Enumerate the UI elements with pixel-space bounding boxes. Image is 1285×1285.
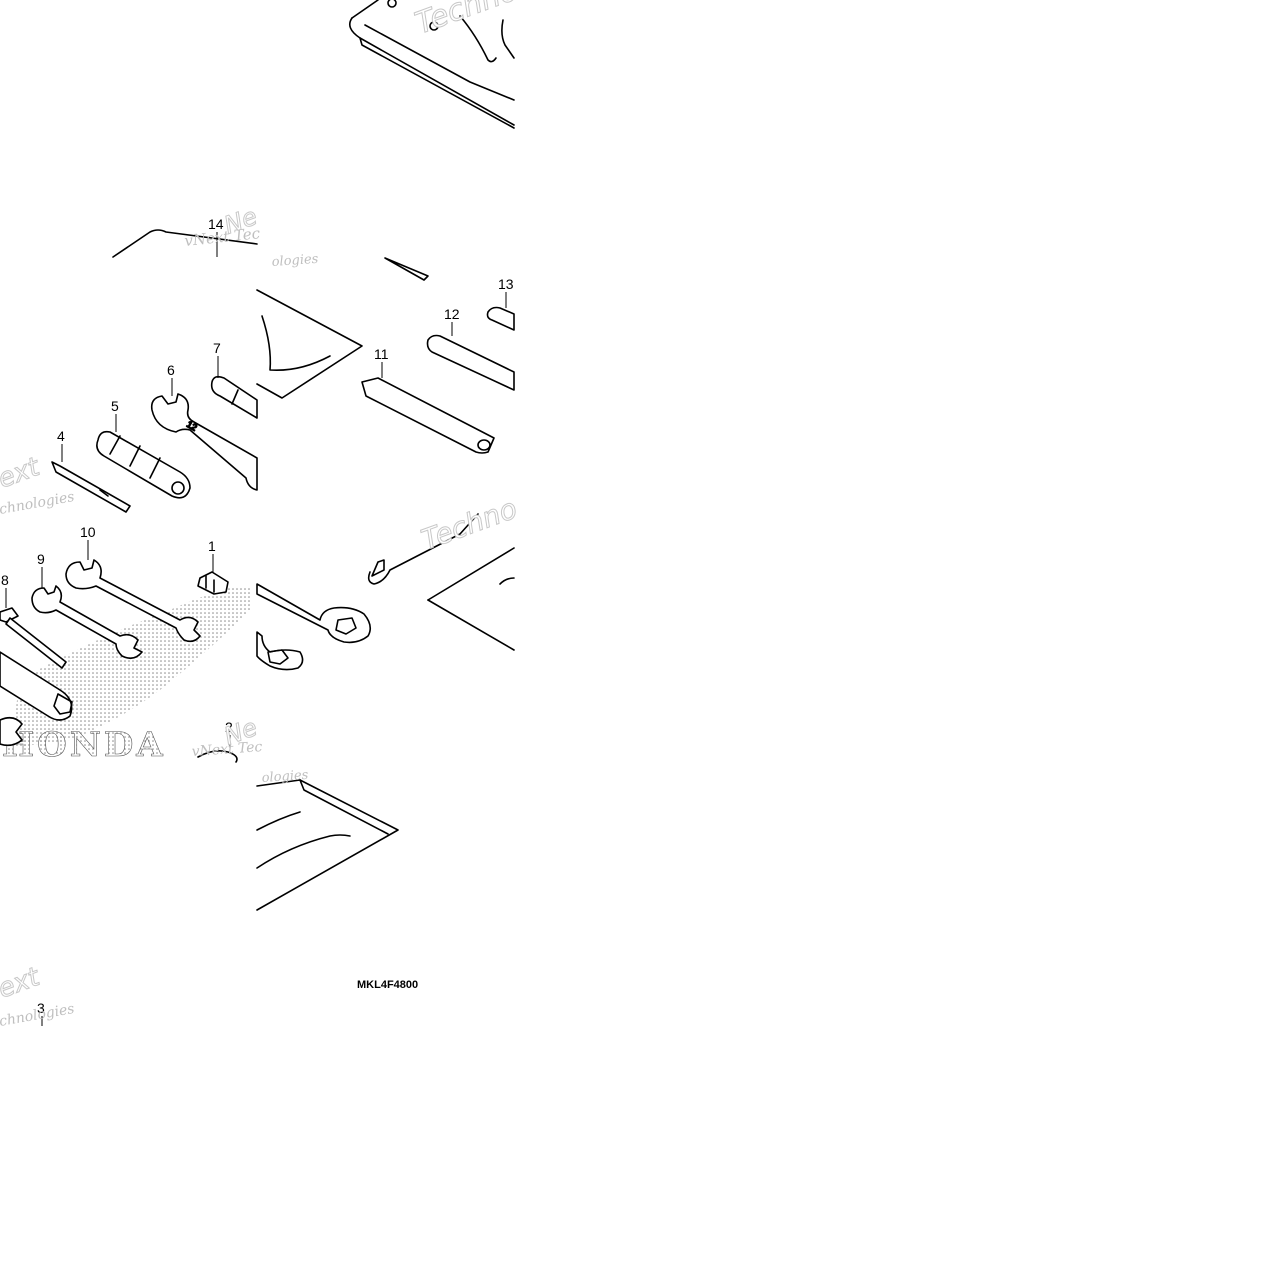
callout-5: 5 xyxy=(111,398,119,414)
part-5-screwdriver-handle: 5 xyxy=(96,398,191,499)
part-12-tube: 12 xyxy=(426,306,515,391)
part-6-wrench: 12 6 xyxy=(150,362,258,491)
watermark-chnologies-1: chnologies xyxy=(0,489,76,518)
part-sheet-edge-2 xyxy=(427,599,515,651)
tool-bag-rivet-icon xyxy=(429,21,439,31)
callout-1: 1 xyxy=(208,538,216,554)
watermark-vnext-2: vNext Tec xyxy=(191,739,263,760)
watermark-ologies-1: ologies xyxy=(271,252,319,270)
tile-items-4-7: 4 5 12 6 7 ext chnologies xyxy=(0,340,258,518)
tool-bag-strap-2 xyxy=(501,19,515,59)
watermark-ologies-2: ologies xyxy=(261,768,309,786)
tool-bag-flap xyxy=(351,0,379,19)
part-ring-wrench-1 xyxy=(256,583,372,644)
part-13-tube: 13 xyxy=(486,276,515,331)
watermark-ext-2: ext xyxy=(0,962,44,1005)
part-sheet-curl xyxy=(499,577,515,585)
callout-6: 6 xyxy=(167,362,175,378)
tool-bag-snap-icon xyxy=(387,0,397,8)
part-9-wrench: 9 xyxy=(31,551,143,660)
part-8-socket-handle: 8 xyxy=(0,572,73,747)
part-sheet-bottom-inner xyxy=(299,779,389,835)
part-tool-sheet-fold xyxy=(261,315,331,372)
part-rod-loop xyxy=(371,559,385,577)
callout-10: 10 xyxy=(80,524,96,540)
tile-item-14: 14 vNext Tec Ne xyxy=(112,202,261,258)
callout-8: 8 xyxy=(1,572,9,588)
callout-12: 12 xyxy=(444,306,460,322)
part-sheet-bottom xyxy=(256,779,399,911)
tile-wrenches-rod: Techno xyxy=(256,491,522,671)
tile-item-3: ext 3 chnologies xyxy=(0,961,76,1030)
callout-13: 13 xyxy=(498,276,514,292)
part-2-tool: 2 xyxy=(197,719,238,763)
tile-tool-bag-top: Techno xyxy=(349,0,523,129)
callout-4: 4 xyxy=(57,428,65,444)
part-sheet-curve-2 xyxy=(256,834,351,869)
watermark-tech: Techno xyxy=(411,0,523,42)
part-rod-tip xyxy=(384,257,429,281)
part-sheet-curve-1 xyxy=(256,811,301,831)
part-11-tube: 11 xyxy=(361,346,495,454)
callout-7: 7 xyxy=(213,340,221,356)
tool-bag-fold xyxy=(364,24,515,101)
part-14-outline xyxy=(112,229,258,258)
tile-items-1-8-9-10: HONDA 1 10 9 8 xyxy=(0,524,263,765)
tool-bag-edge-lower xyxy=(359,37,515,129)
callout-3: 3 xyxy=(37,1000,45,1016)
tile-items-11-13: 11 12 13 ologies xyxy=(256,252,515,454)
part-ring-wrench-2-hex xyxy=(267,649,289,665)
callout-11: 11 xyxy=(374,346,389,362)
tile-sheet-bottom: ologies xyxy=(256,768,399,911)
diagram-code: MKL4F4800 xyxy=(357,979,418,991)
part-1-clip: 1 xyxy=(197,538,229,595)
part-tool-sheet xyxy=(256,289,363,399)
part-10-wrench: 10 xyxy=(65,524,201,643)
part-sheet-edge xyxy=(427,547,515,601)
callout-14: 14 xyxy=(208,216,224,232)
callout-9: 9 xyxy=(37,551,45,567)
part-rod-with-loop xyxy=(367,513,479,585)
tool-bag-strap xyxy=(459,15,497,63)
part-7-extension: 7 xyxy=(210,340,258,419)
watermark-tech-2: Techno xyxy=(417,492,521,557)
callout-2: 2 xyxy=(225,719,233,735)
part-ring-wrench-1-hex xyxy=(335,617,357,635)
watermark-ext-1: ext xyxy=(0,452,44,495)
brand-mark-honda: HONDA xyxy=(2,725,166,765)
part-4-screwdriver-bit: 4 xyxy=(51,428,131,513)
